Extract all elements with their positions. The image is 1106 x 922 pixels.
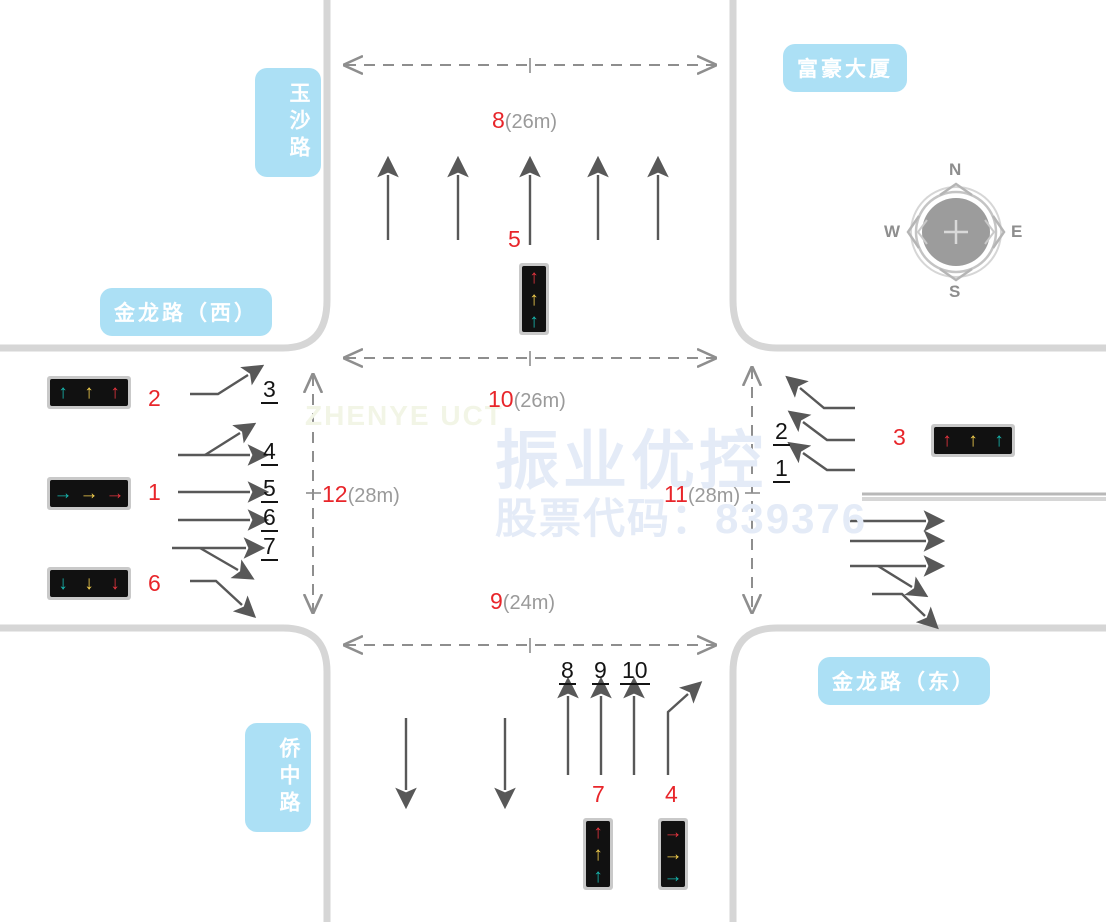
signal-west-through-yellow-arrow: ↑ — [84, 382, 94, 403]
phase-marker-6: 6 — [148, 570, 161, 596]
compass-east-label: E — [1011, 222, 1023, 241]
signal-south-through-green-arrow: ↑ — [593, 865, 603, 887]
lane-number-5: 5 — [261, 476, 278, 504]
compass-south-label: S — [949, 282, 961, 301]
lane-number-6: 6 — [261, 505, 278, 533]
signal-north-through-yellow-arrow: ↑ — [529, 288, 539, 310]
signal-west-right-red-arrow: → — [105, 483, 125, 504]
signal-west-pedestrian-yellow-arrow: ↓ — [84, 573, 94, 594]
signal-south-right-yellow-arrow: → — [663, 843, 683, 865]
dim-south-value: (24m) — [502, 592, 556, 614]
lane-number-7: 7 — [261, 534, 278, 562]
lane-number-9: 9 — [592, 658, 609, 686]
lane-number-10: 10 — [620, 658, 650, 686]
dim-west-value: (28m) — [347, 485, 400, 507]
signal-west-through-green-arrow: ↑ — [58, 382, 68, 403]
signal-south-through-yellow-arrow: ↑ — [593, 843, 603, 865]
label-jinlong-road-east: 金龙路（东） — [818, 657, 990, 705]
signal-west-through[interactable]: ↑ ↑ ↑ — [47, 376, 131, 409]
signal-west-pedestrian-red-arrow: ↓ — [110, 573, 120, 594]
phase-marker-2: 2 — [148, 385, 161, 411]
dim-south-id: 9 — [490, 588, 503, 614]
dim-north-lower-value: (26m) — [513, 390, 566, 412]
phase-marker-1: 1 — [148, 479, 161, 505]
signal-west-right-yellow-arrow: → — [79, 483, 99, 504]
dim-west-id: 12 — [322, 481, 348, 507]
signal-west-through-red-arrow: ↑ — [110, 382, 120, 403]
signal-east-through[interactable]: ↑ ↑ ↑ — [931, 424, 1015, 457]
signal-north-through[interactable]: ↑ ↑ ↑ — [519, 263, 549, 335]
phase-marker-4: 4 — [665, 781, 678, 807]
compass-rose: N S E W — [884, 160, 1022, 301]
phase-marker-3: 3 — [893, 424, 906, 450]
lane-number-4: 4 — [261, 439, 278, 467]
signal-south-through-red-arrow: ↑ — [593, 821, 603, 843]
signal-south-right[interactable]: → → → — [658, 818, 688, 890]
signal-south-right-green-arrow: → — [663, 865, 683, 887]
compass-north-label: N — [949, 160, 962, 179]
signal-west-right-green-arrow: → — [53, 483, 73, 504]
compass-graphic — [906, 182, 1006, 282]
dim-north-upper: 8(26m) — [492, 107, 557, 134]
dim-north-lower-id: 10 — [488, 386, 514, 412]
signal-north-through-green-arrow: ↑ — [529, 310, 539, 332]
dim-north-upper-id: 8 — [492, 107, 505, 133]
label-qiaozhong-road: 侨中路 — [245, 723, 311, 832]
dim-east: 11(28m) — [664, 481, 740, 508]
dim-south: 9(24m) — [490, 588, 555, 615]
dim-east-id: 11 — [664, 481, 688, 507]
signal-west-right[interactable]: → → → — [47, 477, 131, 510]
compass-west-label: W — [884, 222, 901, 241]
lane-number-8: 8 — [559, 658, 576, 686]
dim-east-value: (28m) — [687, 485, 741, 507]
lane-number-2: 2 — [773, 419, 790, 447]
signal-west-pedestrian-green-arrow: ↓ — [58, 573, 68, 594]
signal-north-through-red-arrow: ↑ — [529, 266, 539, 288]
phase-marker-5: 5 — [508, 226, 521, 252]
phase-marker-7: 7 — [592, 781, 605, 807]
label-fuhao-building: 富豪大厦 — [783, 44, 907, 92]
dim-north-lower: 10(26m) — [488, 386, 566, 413]
dim-west: 12(28m) — [322, 481, 400, 508]
signal-east-through-red-arrow: ↑ — [942, 430, 952, 451]
signal-south-through[interactable]: ↑ ↑ ↑ — [583, 818, 613, 890]
signal-south-right-red-arrow: → — [663, 821, 683, 843]
lane-number-3: 3 — [261, 377, 278, 405]
label-yusha-road: 玉沙路 — [255, 68, 321, 177]
lane-number-1: 1 — [773, 456, 790, 484]
signal-east-through-yellow-arrow: ↑ — [968, 430, 978, 451]
signal-west-pedestrian[interactable]: ↓ ↓ ↓ — [47, 567, 131, 600]
dim-north-upper-value: (26m) — [504, 111, 558, 133]
label-jinlong-road-west: 金龙路（西） — [100, 288, 272, 336]
signal-east-through-green-arrow: ↑ — [994, 430, 1004, 451]
